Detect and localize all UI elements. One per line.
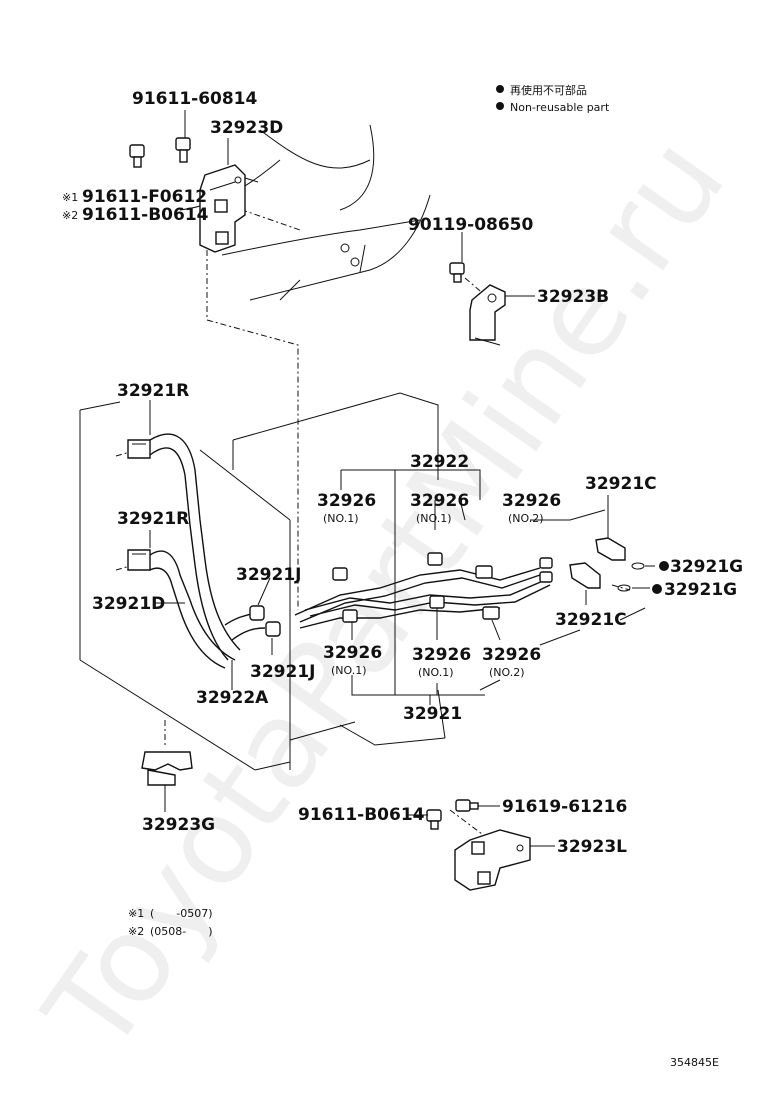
- label-32926-top-3: 32926: [502, 491, 561, 511]
- label-32926-top-2-sub: (NO.1): [416, 512, 452, 525]
- legend-jp: 再使用不可部品: [510, 83, 587, 97]
- label-91611-B0614-lower: 91611-B0614: [298, 805, 425, 825]
- gasket-32921G-lower: [617, 584, 631, 592]
- label-32923L: 32923L: [557, 837, 627, 857]
- clip-32921R-upper: [127, 439, 151, 459]
- bracket-32923D: [199, 164, 259, 253]
- elbow-32921C-lower: [569, 562, 601, 589]
- clamp-32921J-lower: [265, 621, 281, 637]
- footnote1-text: ( -0507): [150, 907, 213, 920]
- note1-mark: ※1: [62, 191, 78, 204]
- bolt-91611-F0612: [129, 144, 145, 168]
- label-32926-bottom-3-sub: (NO.2): [489, 666, 525, 679]
- tube-assembly-32921: [294, 557, 553, 629]
- hose-32921D: [149, 433, 241, 669]
- footnote1-mark: ※1: [128, 907, 144, 920]
- label-91611-F0612: 91611-F0612: [82, 187, 207, 207]
- label-32926-bottom-2-sub: (NO.1): [418, 666, 454, 679]
- diagram-code: 354845E: [670, 1056, 719, 1069]
- label-32923B: 32923B: [537, 287, 609, 307]
- label-90119-08650: 90119-08650: [408, 215, 534, 235]
- label-32921R-lower: 32921R: [117, 509, 189, 529]
- bracket-32923L: [454, 829, 531, 891]
- note2-mark: ※2: [62, 209, 78, 222]
- label-leaders: [149, 110, 655, 847]
- bolt-91619-61216: [455, 799, 479, 812]
- bolt-91611-B0614-lower: [426, 809, 442, 830]
- label-32926-top-1: 32926: [317, 491, 376, 511]
- non-reusable-dot-icon: [496, 102, 504, 110]
- bolt-91611-60814: [175, 137, 191, 163]
- elbow-32921C-upper: [595, 537, 626, 561]
- gasket-32921G-upper: [631, 562, 645, 570]
- non-reusable-dot-icon: [652, 584, 662, 594]
- label-32926-top-2: 32926: [410, 491, 469, 511]
- legend-en: Non-reusable part: [510, 101, 610, 114]
- cushions-32926: [332, 552, 500, 623]
- footnotes: ※1 ( -0507) ※2 (0508- ): [128, 907, 213, 938]
- clip-32921R-lower: [127, 549, 151, 571]
- bolt-90119-08650: [449, 262, 465, 283]
- clamp-32921J-upper: [249, 605, 265, 621]
- label-32921: 32921: [403, 704, 462, 724]
- label-32921R-upper: 32921R: [117, 381, 189, 401]
- label-91611-60814: 91611-60814: [132, 89, 258, 109]
- label-32921J-lower: 32921J: [250, 662, 315, 682]
- label-32923D: 32923D: [210, 118, 283, 138]
- label-32926-bottom-3: 32926: [482, 645, 541, 665]
- label-32926-bottom-1-sub: (NO.1): [331, 664, 367, 677]
- label-91619-61216: 91619-61216: [502, 797, 627, 817]
- label-32922A: 32922A: [196, 688, 269, 708]
- label-32921C-lower: 32921C: [555, 610, 627, 630]
- label-32921G-lower: 32921G: [664, 580, 737, 600]
- label-32923G: 32923G: [142, 815, 215, 835]
- label-32922: 32922: [410, 452, 469, 472]
- label-91611-B0614-top: 91611-B0614: [82, 205, 209, 225]
- label-32921J-upper: 32921J: [236, 565, 301, 585]
- bracket-32923B: [469, 284, 506, 346]
- legend: 再使用不可部品 Non-reusable part: [496, 83, 610, 114]
- label-32921C-upper: 32921C: [585, 474, 657, 494]
- footnote2-text: (0508- ): [150, 925, 213, 938]
- label-32921D: 32921D: [92, 594, 165, 614]
- label-32926-top-3-sub: (NO.2): [508, 512, 544, 525]
- label-32926-bottom-2: 32926: [412, 645, 471, 665]
- label-32921G-upper: 32921G: [670, 557, 743, 577]
- frame-outline: [79, 392, 446, 771]
- footnote2-mark: ※2: [128, 925, 144, 938]
- non-reusable-dot-icon: [659, 561, 669, 571]
- non-reusable-dot-icon: [496, 85, 504, 93]
- label-32926-bottom-1: 32926: [323, 643, 382, 663]
- clamp-32923G: [141, 751, 193, 800]
- label-32926-top-1-sub: (NO.1): [323, 512, 359, 525]
